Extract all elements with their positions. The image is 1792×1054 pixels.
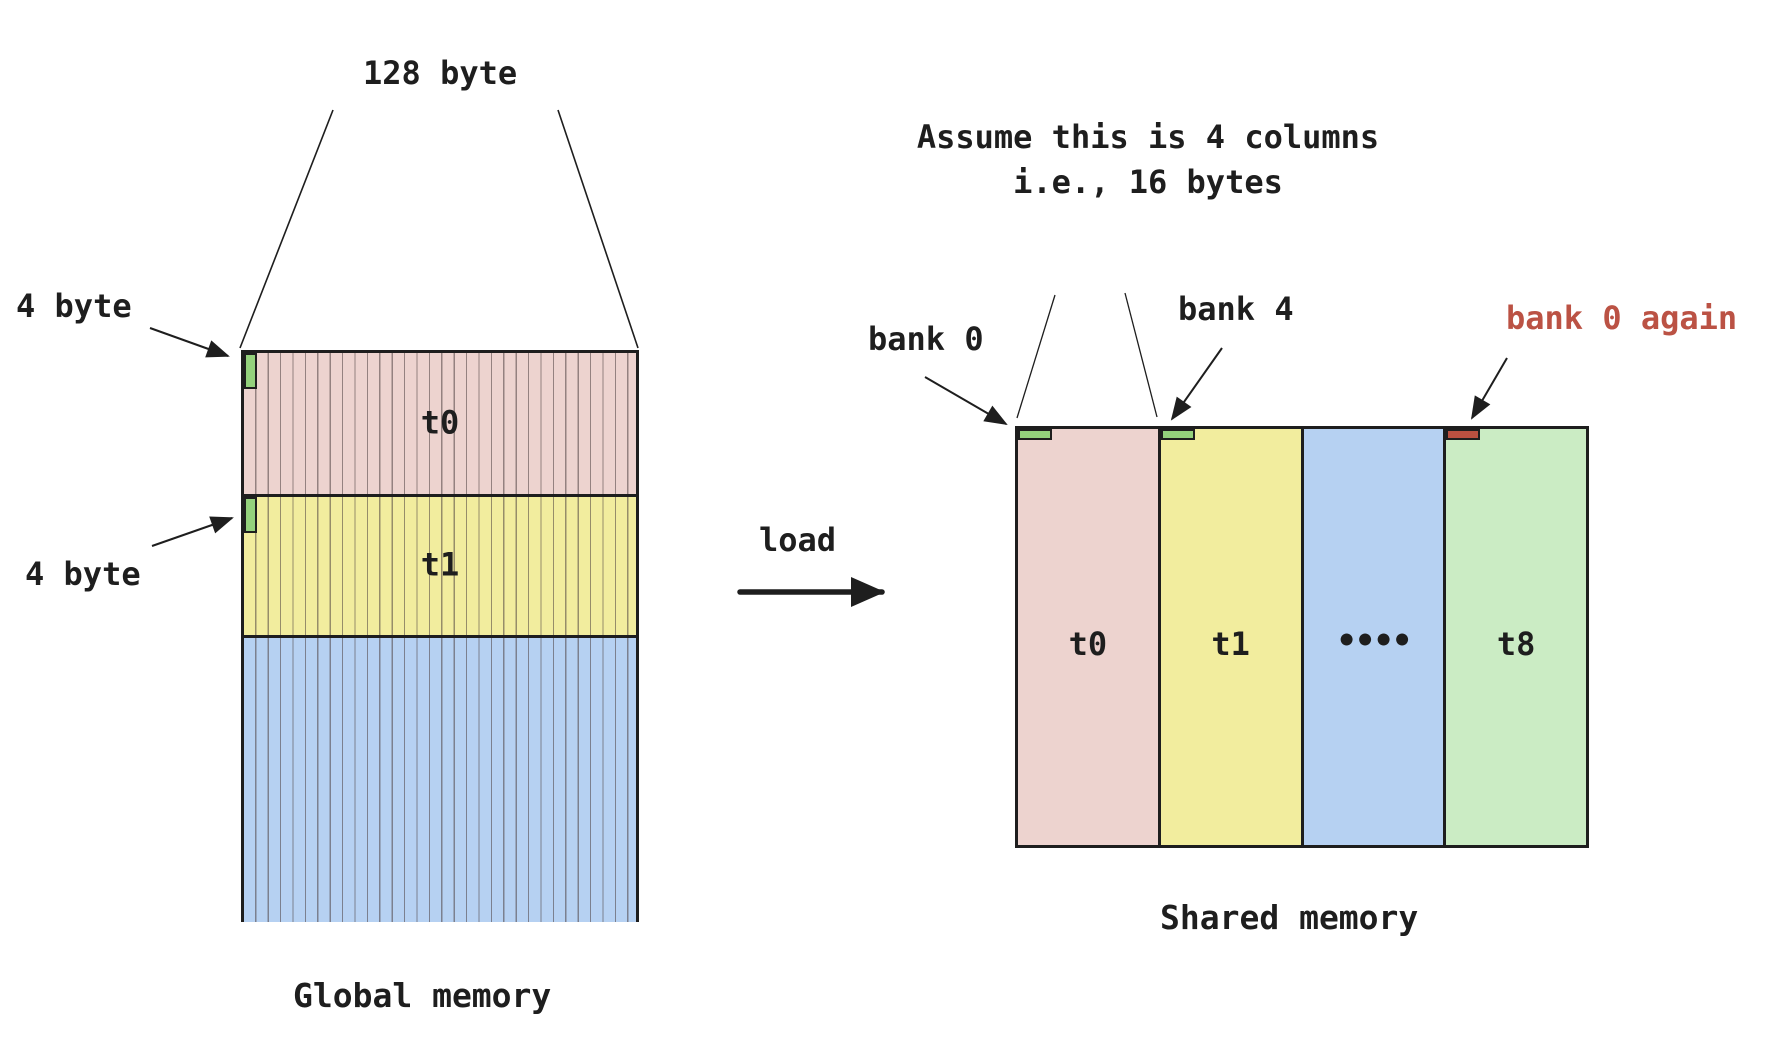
shared-cone-line-right [1124, 292, 1158, 418]
bank0-marker [1018, 429, 1052, 440]
four-byte-bottom-arrow [151, 516, 234, 547]
bank4-arrow [1170, 347, 1223, 421]
global-section-t0: t0 [244, 353, 636, 497]
four-byte-top-label: 4 byte [16, 287, 132, 325]
shared-column-t1-label: t1 [1211, 625, 1250, 663]
global-width-label: 128 byte [363, 54, 518, 92]
bank4-marker [1160, 429, 1195, 440]
shared-column-ellipsis: •••• [1303, 429, 1447, 845]
shared-column-t1: t1 [1160, 429, 1304, 845]
global-section-t1: t1 [244, 497, 636, 638]
bank0-again-arrow [1470, 357, 1508, 420]
four-byte-top-arrow [149, 327, 230, 358]
four-byte-bottom-label: 4 byte [25, 555, 141, 593]
shared-annotation-line2: i.e., 16 bytes [1013, 163, 1283, 201]
bank0-label: bank 0 [868, 320, 984, 358]
load-label: load [759, 521, 837, 559]
bank0-again-marker [1446, 429, 1481, 440]
shared-column-ellipsis-label: •••• [1336, 621, 1412, 661]
global-t1-4byte-marker [244, 497, 257, 533]
global-cone-line-right [557, 109, 639, 349]
shared-column-t0: t0 [1018, 429, 1161, 845]
shared-annotation-line1: Assume this is 4 columns [916, 118, 1380, 156]
global-section-t0-label: t0 [420, 402, 460, 441]
global-memory-caption: Global memory [293, 976, 552, 1015]
shared-column-t8-label: t8 [1496, 625, 1536, 663]
global-cone-line-left [239, 109, 334, 349]
global-section-t1-label: t1 [420, 545, 460, 584]
global-section-rest [244, 638, 636, 922]
shared-column-t8: t8 [1446, 429, 1586, 845]
bank4-label: bank 4 [1178, 290, 1294, 328]
global-t0-4byte-marker [244, 353, 257, 389]
bank0-arrow [924, 376, 1008, 426]
shared-cone-line-left [1016, 294, 1056, 419]
global-memory-rect: t0 t1 [241, 350, 639, 922]
shared-memory-rect: t0 t1 •••• t8 [1015, 426, 1589, 848]
shared-memory-caption: Shared memory [1160, 898, 1419, 937]
shared-column-t0-label: t0 [1068, 625, 1108, 663]
bank0-again-label: bank 0 again [1506, 299, 1738, 337]
